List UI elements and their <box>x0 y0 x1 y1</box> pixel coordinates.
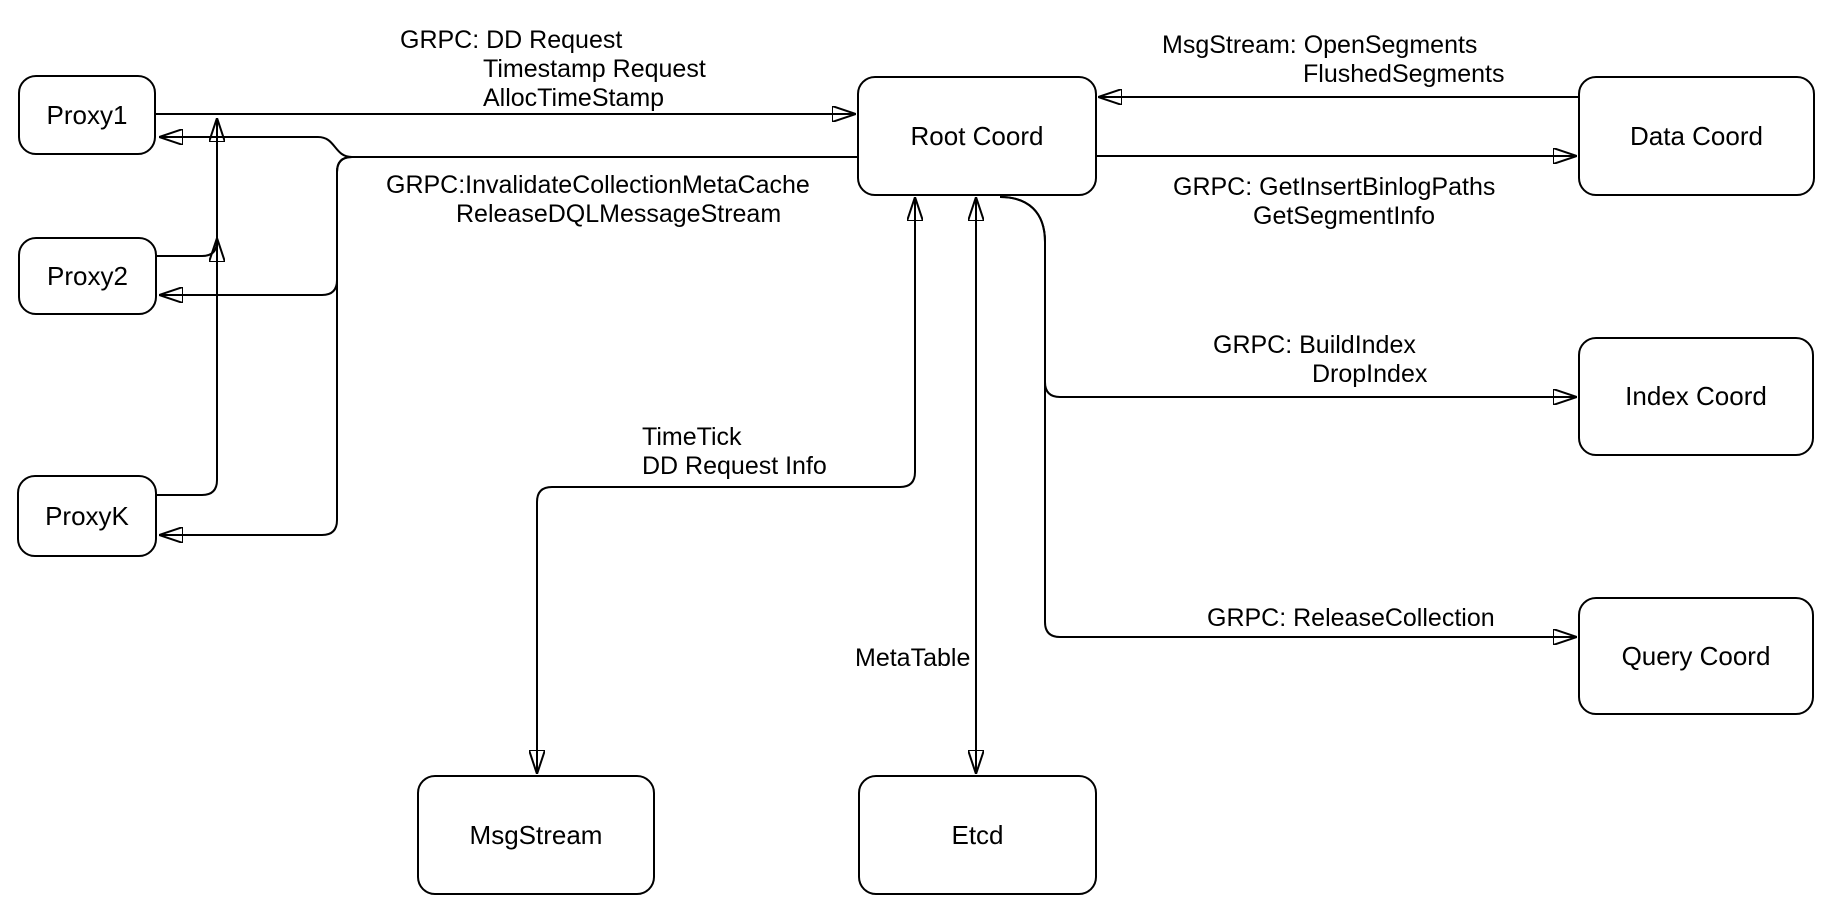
edge-label-line: GRPC:InvalidateCollectionMetaCache <box>386 171 810 199</box>
node-etcd: Etcd <box>858 775 1097 895</box>
node-proxyk-label: ProxyK <box>45 500 129 531</box>
label-meta-table: MetaTable <box>855 644 970 673</box>
edge-label-line: FlushedSegments <box>1303 60 1505 88</box>
edge-label-line: GRPC: GetInsertBinlogPaths <box>1173 173 1496 201</box>
edge-label-line: DropIndex <box>1312 360 1428 388</box>
node-data-coord: Data Coord <box>1578 76 1815 196</box>
edge-rootcoord-to-proxyk <box>160 156 353 535</box>
node-msgstream-label: MsgStream <box>469 819 603 850</box>
node-proxy1: Proxy1 <box>18 75 156 155</box>
edge-rootcoord-to-proxy1 <box>160 137 857 158</box>
edge-label-line: GRPC: DD Request <box>400 26 623 54</box>
edge-rootcoord-to-querycoord <box>999 196 1576 637</box>
node-proxy2-label: Proxy2 <box>47 260 128 291</box>
edge-proxyk-merge-up <box>157 119 217 496</box>
edge-label-line: ReleaseDQLMessageStream <box>456 200 782 228</box>
edge-label-line: Timestamp Request <box>483 55 706 83</box>
edge-label-line: GRPC: ReleaseCollection <box>1207 604 1495 632</box>
node-proxy2: Proxy2 <box>18 237 157 315</box>
node-root-coord-label: Root Coord <box>910 120 1044 151</box>
node-index-coord: Index Coord <box>1578 337 1814 456</box>
edge-label-line: MetaTable <box>855 644 971 672</box>
node-etcd-label: Etcd <box>951 819 1004 850</box>
edge-label-line: GetSegmentInfo <box>1253 202 1436 230</box>
node-index-coord-label: Index Coord <box>1625 381 1767 411</box>
node-data-coord-label: Data Coord <box>1630 120 1763 151</box>
edge-label-line: AllocTimeStamp <box>483 84 665 112</box>
edge-label-line: DD Request Info <box>642 452 827 480</box>
node-query-coord-label: Query Coord <box>1621 640 1771 671</box>
edge-rootcoord-msgstream <box>537 198 915 773</box>
node-proxy1-label: Proxy1 <box>46 99 128 130</box>
edge-label-line: TimeTick <box>642 423 742 451</box>
label-grpc-release-collection: GRPC: ReleaseCollection <box>1207 604 1495 633</box>
node-msgstream: MsgStream <box>417 775 655 895</box>
node-proxyk: ProxyK <box>17 475 157 557</box>
node-query-coord: Query Coord <box>1578 597 1814 715</box>
edge-rootcoord-to-proxy2 <box>160 156 353 295</box>
node-root-coord: Root Coord <box>857 76 1097 196</box>
edge-label-line: MsgStream: OpenSegments <box>1162 31 1478 59</box>
edge-label-line: GRPC: BuildIndex <box>1213 331 1416 359</box>
edge-proxy2-merge-up <box>157 239 217 256</box>
